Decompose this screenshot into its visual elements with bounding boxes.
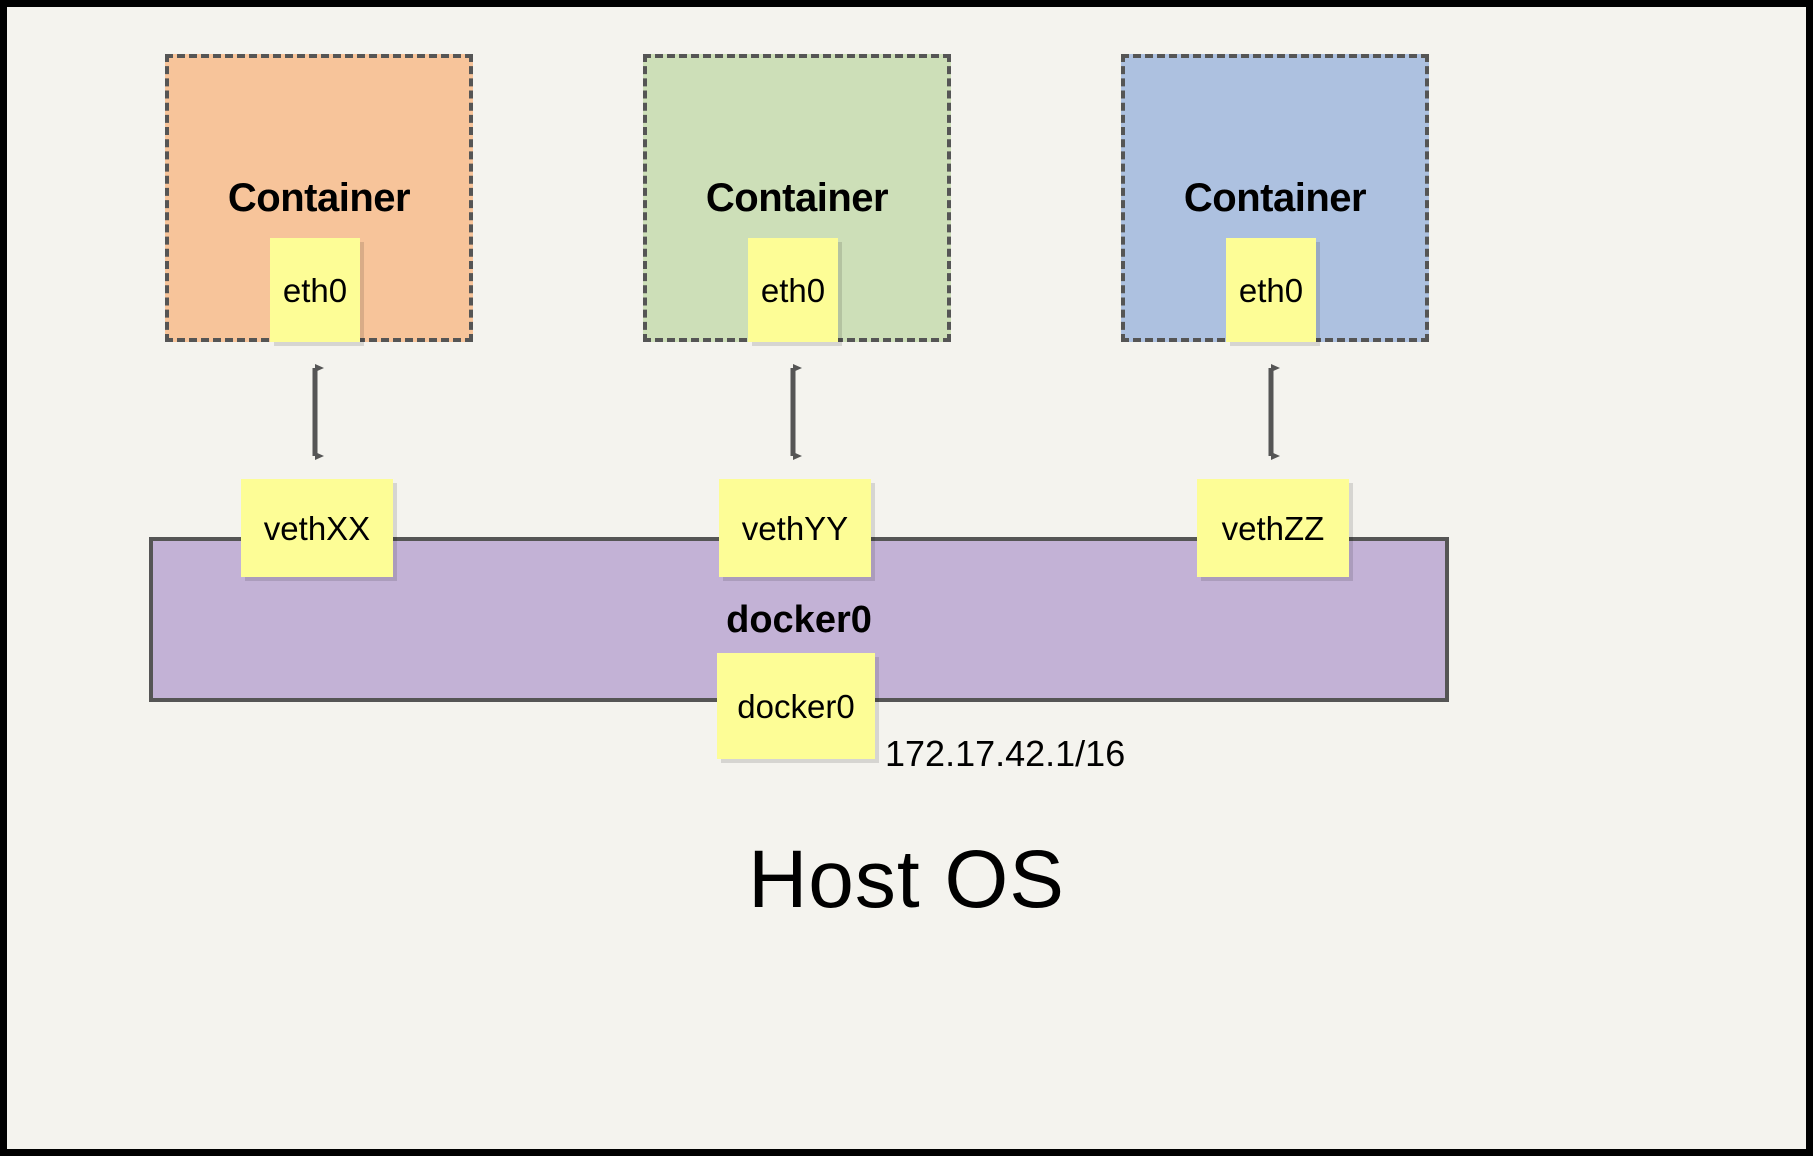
container-eth0-box-2: eth0 [748,238,838,342]
container-eth0-box-1: eth0 [270,238,360,342]
veth-label-2: vethYY [741,509,849,547]
container-eth0-label-3: eth0 [1238,271,1304,309]
container-title-3: Container [1183,176,1367,220]
veth-label-1: vethXX [263,509,371,547]
arrow-eth0-vethzz [1268,364,1280,460]
container-eth0-label-2: eth0 [760,271,826,309]
veth-label-3: vethZZ [1221,509,1325,547]
docker0-interface-box: docker0 [717,653,875,759]
container-eth0-box-3: eth0 [1226,238,1316,342]
docker0-ip-address: 172.17.42.1/16 [885,733,1126,774]
container-title-1: Container [227,176,411,220]
veth-box-1: vethXX [241,479,393,577]
veth-box-2: vethYY [719,479,871,577]
arrow-eth0-vethxx [312,364,324,460]
host-os-label: Host OS [748,834,1065,925]
docker0-interface-label: docker0 [737,687,855,725]
container-title-2: Container [705,176,889,220]
veth-box-3: vethZZ [1197,479,1349,577]
arrow-eth0-vethyy [790,364,802,460]
container-eth0-label-1: eth0 [282,271,348,309]
docker0-bridge-label: docker0 [726,599,872,641]
